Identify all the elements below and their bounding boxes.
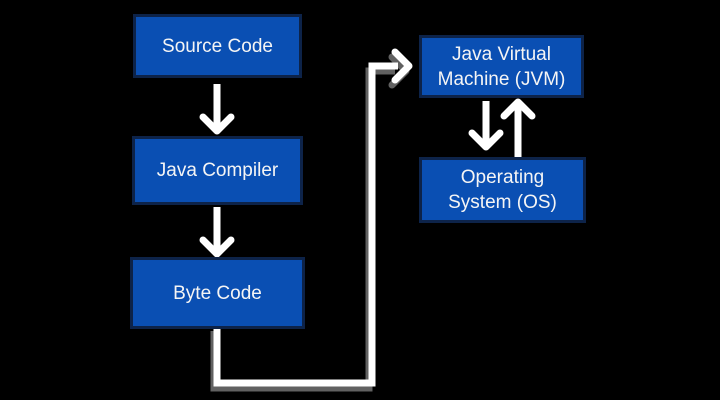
arrow-source-to-compiler bbox=[199, 84, 235, 135]
node-source-code: Source Code bbox=[133, 14, 302, 78]
node-operating-system: Operating System (OS) bbox=[419, 157, 586, 223]
arrow-os-to-jvm bbox=[500, 98, 536, 157]
node-jvm: Java Virtual Machine (JVM) bbox=[419, 35, 584, 98]
node-java-compiler: Java Compiler bbox=[132, 136, 303, 205]
arrow-compiler-to-byte bbox=[199, 207, 235, 258]
node-byte-code: Byte Code bbox=[130, 257, 305, 329]
arrow-byte-to-jvm bbox=[213, 48, 413, 387]
arrow-jvm-to-os bbox=[468, 101, 504, 151]
